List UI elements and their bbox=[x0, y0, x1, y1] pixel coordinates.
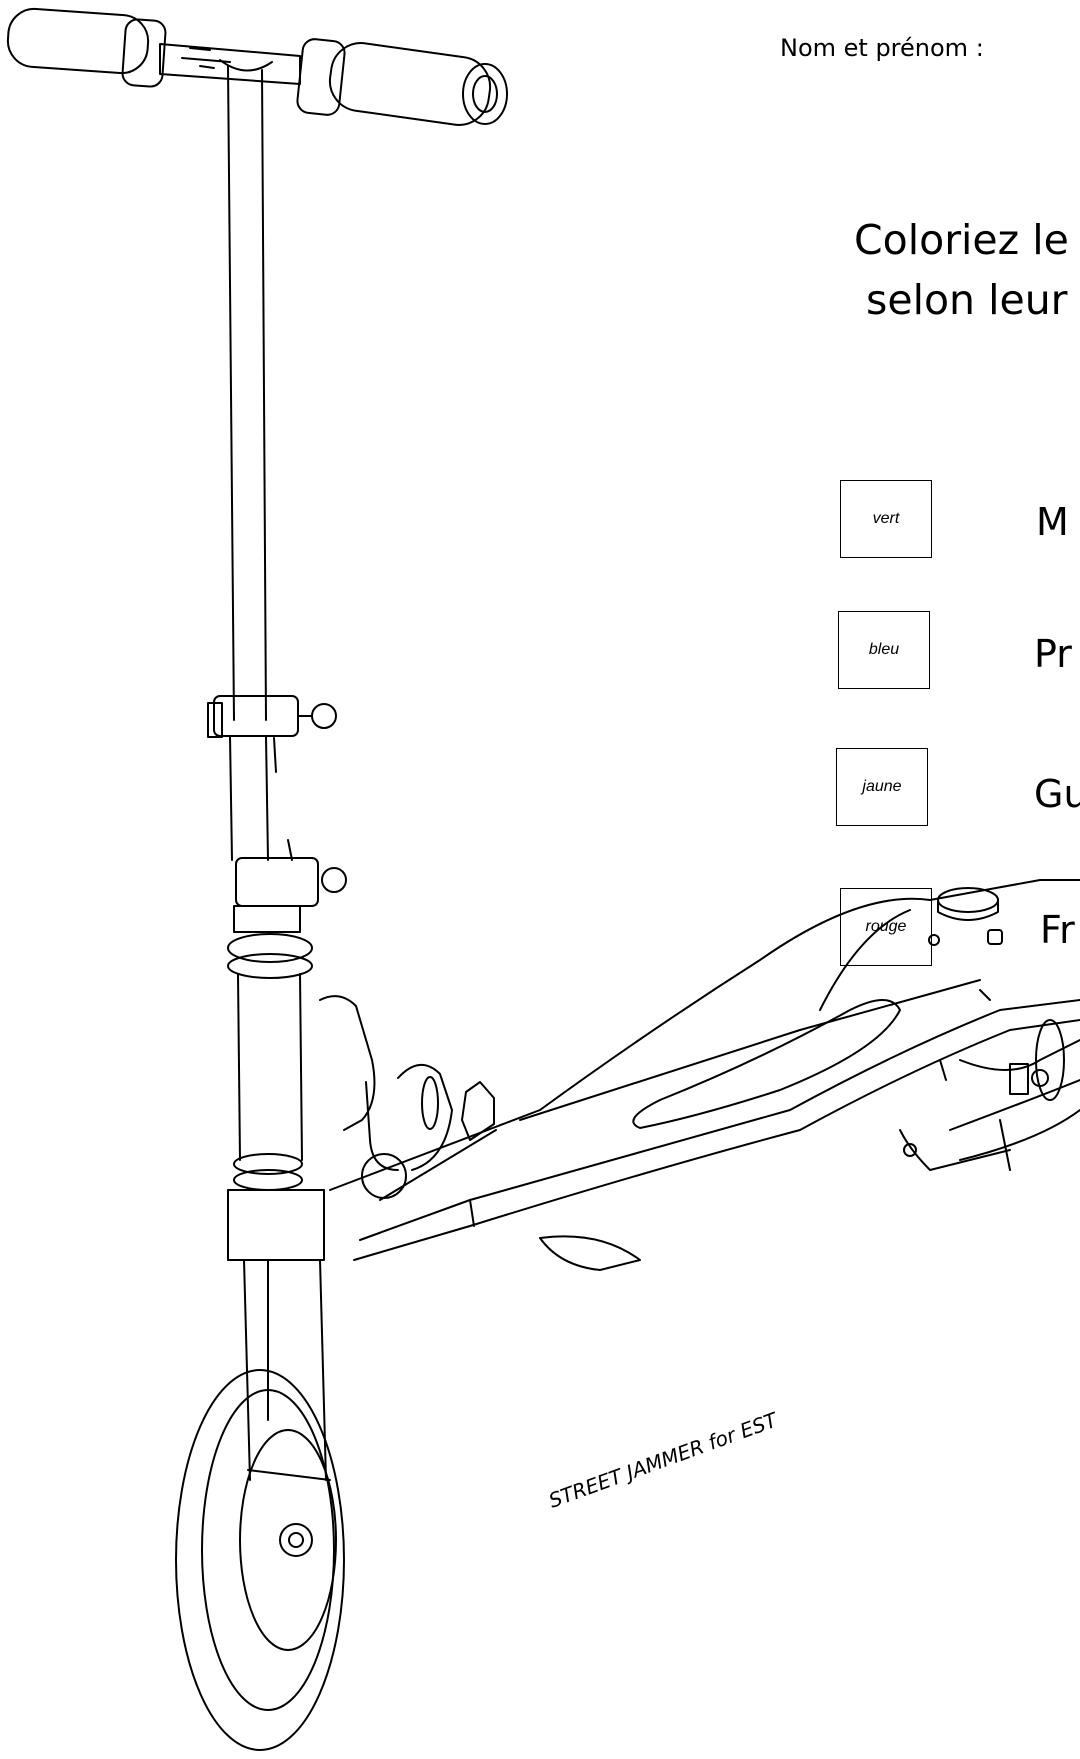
legend-label-jaune: Gu bbox=[1034, 772, 1080, 816]
legend-box-vert: vert bbox=[840, 480, 932, 558]
rear-wheel bbox=[949, 1019, 1080, 1161]
name-label: Nom et prénom : bbox=[780, 34, 984, 62]
stem bbox=[207, 59, 347, 1421]
deck-lettering: STREET JAMMER for EST bbox=[546, 1407, 782, 1513]
rear-cap bbox=[928, 887, 1003, 946]
legend-label-rouge: Fr bbox=[1040, 908, 1075, 952]
instruction-text: Coloriez le selon leur bbox=[854, 210, 1069, 330]
deck bbox=[329, 879, 1080, 1271]
instruction-line-1: Coloriez le bbox=[854, 216, 1069, 264]
legend-box-rouge: rouge bbox=[840, 888, 932, 966]
brake-area bbox=[319, 995, 497, 1201]
handlebar bbox=[6, 7, 508, 126]
legend-box-bleu: bleu bbox=[838, 611, 930, 689]
instruction-line-2: selon leur bbox=[866, 276, 1068, 324]
legend-label-bleu: Pr bbox=[1034, 632, 1072, 676]
front-wheel bbox=[175, 1259, 345, 1751]
legend-label-vert: M bbox=[1036, 500, 1069, 544]
legend-box-jaune: jaune bbox=[836, 748, 928, 826]
